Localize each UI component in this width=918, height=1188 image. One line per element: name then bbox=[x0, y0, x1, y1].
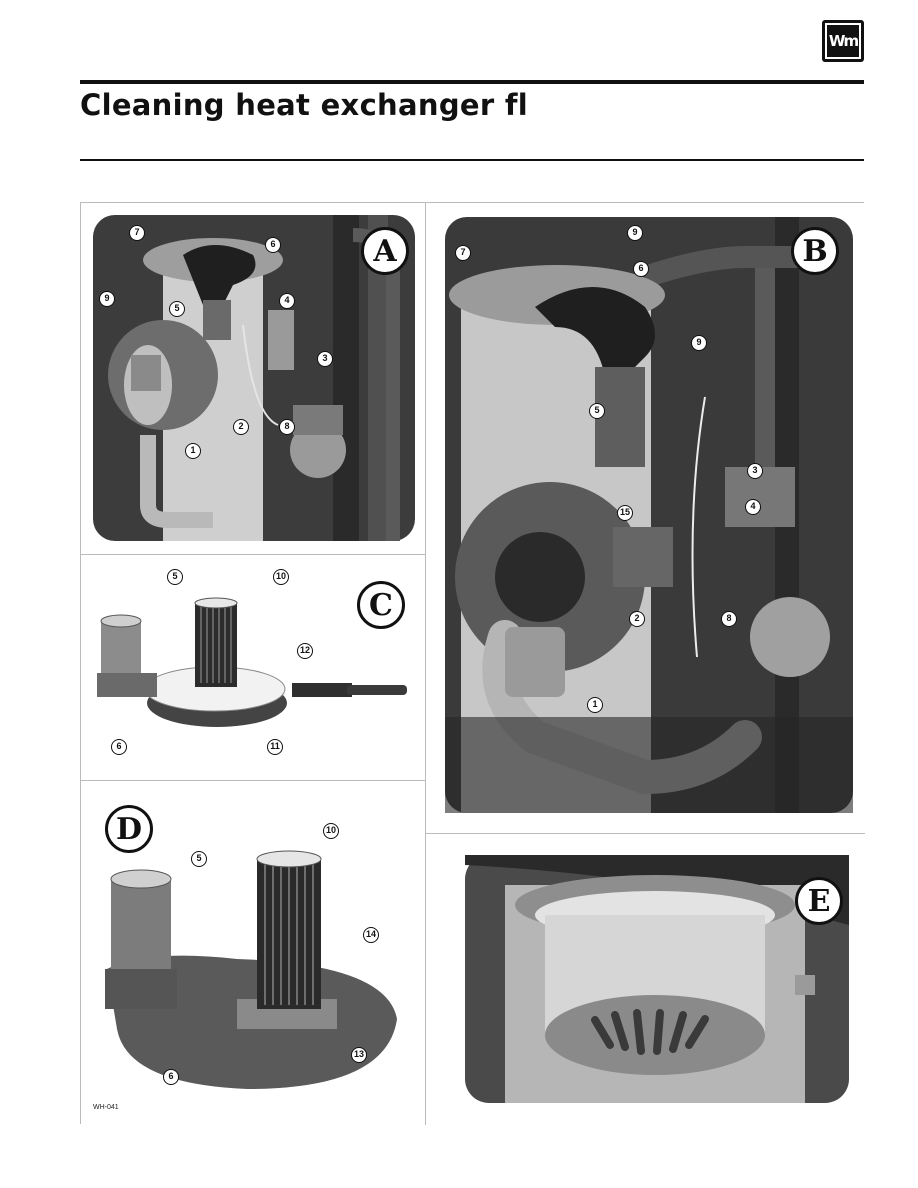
callout-b-6: 6 bbox=[633, 261, 649, 277]
callout-d-5: 5 bbox=[191, 851, 207, 867]
callout-b-3: 3 bbox=[747, 463, 763, 479]
panel-a-letter: A bbox=[361, 227, 409, 275]
figure-divider-ac bbox=[81, 554, 425, 555]
callout-a-6: 6 bbox=[265, 237, 281, 253]
page-title: Cleaning heat exchanger fl bbox=[80, 88, 528, 122]
callout-a-8: 8 bbox=[279, 419, 295, 435]
callout-a-5: 5 bbox=[169, 301, 185, 317]
callout-a-7: 7 bbox=[129, 225, 145, 241]
header-rule-top bbox=[80, 80, 864, 84]
figure-divider-vertical bbox=[425, 203, 426, 1125]
panel-a: A 7 6 9 5 4 3 2 8 1 bbox=[93, 215, 415, 541]
panel-a-drawing bbox=[93, 215, 415, 541]
callout-c-10: 10 bbox=[273, 569, 289, 585]
callout-b-8: 8 bbox=[721, 611, 737, 627]
brand-logo: Wm bbox=[822, 20, 864, 62]
callout-b-4: 4 bbox=[745, 499, 761, 515]
callout-a-4: 4 bbox=[279, 293, 295, 309]
callout-d-14: 14 bbox=[363, 927, 379, 943]
callout-c-12: 12 bbox=[297, 643, 313, 659]
brand-logo-mark: Wm bbox=[825, 23, 861, 59]
panel-c-letter: C bbox=[357, 581, 405, 629]
callout-a-3: 3 bbox=[317, 351, 333, 367]
illustration-figure: A 7 6 9 5 4 3 2 8 1 C 5 bbox=[80, 202, 865, 1125]
callout-d-13: 13 bbox=[351, 1047, 367, 1063]
panel-c: C 5 10 12 6 11 bbox=[87, 563, 419, 773]
callout-c-11: 11 bbox=[267, 739, 283, 755]
panel-b: B 9 7 6 9 5 3 4 15 2 8 1 bbox=[445, 217, 853, 813]
callout-a-1: 1 bbox=[185, 443, 201, 459]
figure-divider-be bbox=[425, 833, 865, 834]
callout-b-9: 9 bbox=[691, 335, 707, 351]
callout-a-2: 2 bbox=[233, 419, 249, 435]
panel-b-drawing bbox=[445, 217, 853, 813]
callout-d-6: 6 bbox=[163, 1069, 179, 1085]
callout-b-5: 5 bbox=[589, 403, 605, 419]
panel-b-letter: B bbox=[791, 227, 839, 275]
header-rule-bottom bbox=[80, 159, 864, 161]
callout-b-9-top: 9 bbox=[627, 225, 643, 241]
callout-d-10: 10 bbox=[323, 823, 339, 839]
callout-c-6: 6 bbox=[111, 739, 127, 755]
callout-b-7: 7 bbox=[455, 245, 471, 261]
panel-d-letter: D bbox=[105, 805, 153, 853]
panel-e: E bbox=[465, 855, 849, 1103]
figure-divider-cd bbox=[81, 780, 425, 781]
panel-e-drawing bbox=[465, 855, 849, 1103]
drawing-code: WH-041 bbox=[93, 1104, 119, 1111]
panel-e-letter: E bbox=[795, 877, 843, 925]
callout-c-5: 5 bbox=[167, 569, 183, 585]
callout-b-2: 2 bbox=[629, 611, 645, 627]
callout-b-1: 1 bbox=[587, 697, 603, 713]
callout-a-9: 9 bbox=[99, 291, 115, 307]
panel-d: D 10 5 14 13 6 WH-041 bbox=[87, 789, 419, 1119]
callout-b-15: 15 bbox=[617, 505, 633, 521]
